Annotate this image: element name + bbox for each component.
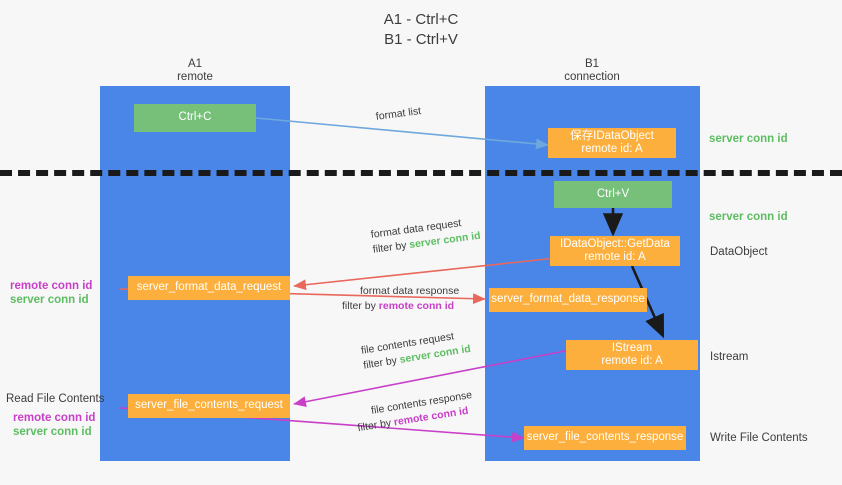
arrow-label-fdresp-token: remote conn id: [378, 300, 455, 312]
node-save-idataobject-title: 保存IDataObject: [570, 129, 654, 142]
side-label-server-conn-id-4: server conn id: [13, 426, 92, 438]
title-line-1: A1 - Ctrl+C: [383, 11, 459, 28]
side-label-write-file-contents: Write File Contents: [710, 432, 808, 444]
lane-a1-sub: remote: [177, 71, 213, 83]
lane-b1-name: B1: [584, 58, 600, 70]
page-title: A1 - Ctrl+C B1 - Ctrl+V: [0, 10, 842, 50]
node-ctrl-v-label: Ctrl+V: [596, 187, 630, 200]
node-getdata-id: remote id: A: [584, 251, 646, 263]
node-save-idataobject-id: remote id: A: [581, 143, 643, 155]
node-ctrl-c-label: Ctrl+C: [178, 111, 212, 124]
lane-header-a1: A1 remote: [140, 58, 250, 84]
arrow-label-format-data-response: format data response filter by remote co…: [342, 284, 460, 314]
lane-a1-name: A1: [187, 58, 203, 70]
node-ctrl-v[interactable]: Ctrl+V: [554, 181, 672, 208]
arrow-getdata-to-istream: [630, 265, 665, 339]
node-istream[interactable]: IStream remote id: A: [566, 340, 698, 370]
node-server-file-contents-response-label: server_file_contents_response: [526, 431, 684, 444]
node-server-format-data-request-label: server_format_data_request: [136, 281, 282, 294]
arrow-file-contents-request: [293, 349, 571, 408]
side-label-remote-conn-id-1: remote conn id: [10, 280, 93, 292]
node-istream-title: IStream: [611, 341, 653, 354]
arrow-label-fdresp-line1: format data response: [360, 285, 460, 297]
arrow-label-fdreq-prefix: filter by: [372, 239, 411, 256]
side-label-server-conn-id-3: server conn id: [10, 294, 89, 306]
node-server-format-data-request[interactable]: server_format_data_request: [128, 276, 290, 300]
node-server-format-data-response[interactable]: server_format_data_response: [489, 288, 647, 312]
lane-b1-sub: connection: [564, 71, 620, 83]
node-server-file-contents-request[interactable]: server_file_contents_request: [128, 394, 290, 418]
side-label-conn-ids-top: remote conn id server conn id: [10, 279, 92, 307]
node-save-idataobject[interactable]: 保存IDataObject remote id: A: [548, 128, 676, 158]
node-getdata[interactable]: IDataObject::GetData remote id: A: [550, 236, 680, 266]
title-line-2: B1 - Ctrl+V: [384, 31, 458, 48]
node-server-file-contents-request-label: server_file_contents_request: [135, 399, 283, 412]
node-getdata-title: IDataObject::GetData: [560, 237, 670, 250]
side-label-istream: Istream: [710, 351, 749, 363]
node-istream-id: remote id: A: [601, 355, 663, 367]
side-label-conn-ids-bottom: remote conn id server conn id: [13, 411, 95, 439]
node-ctrl-c[interactable]: Ctrl+C: [134, 104, 256, 132]
side-label-server-conn-id-1: server conn id: [709, 133, 788, 145]
arrow-label-fdresp-prefix: filter by: [342, 300, 379, 312]
arrow-format-data-request: [293, 257, 557, 291]
side-label-dataobject: DataObject: [710, 246, 768, 258]
side-label-server-conn-id-2: server conn id: [709, 211, 788, 223]
side-label-read-file-contents: Read File Contents: [6, 393, 105, 405]
phase-divider: [0, 170, 842, 176]
arrow-format-list: [255, 117, 549, 150]
lane-header-b1: B1 connection: [537, 58, 647, 84]
side-label-remote-conn-id-2: remote conn id: [13, 412, 96, 424]
node-server-file-contents-response[interactable]: server_file_contents_response: [524, 426, 686, 450]
node-server-format-data-response-label: server_format_data_response: [491, 293, 645, 306]
